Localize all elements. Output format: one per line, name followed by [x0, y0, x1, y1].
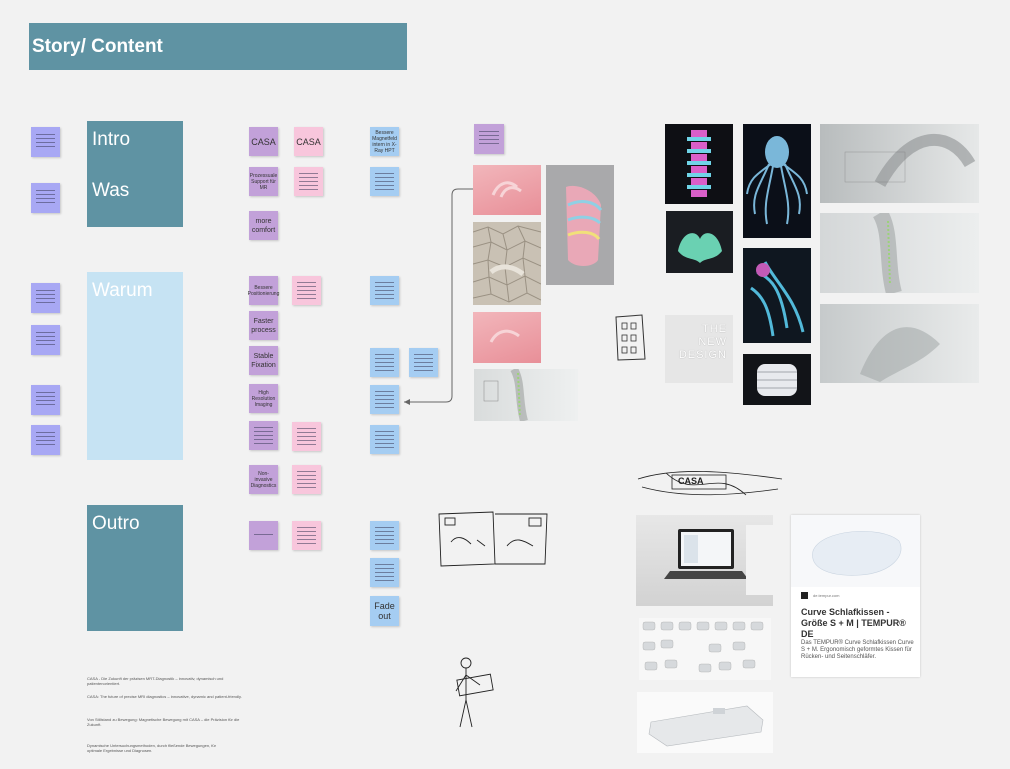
- link-preview-card[interactable]: de.tempur.com Curve Schlafkissen - Größe…: [791, 515, 920, 677]
- mantis-xray-image[interactable]: [743, 248, 811, 343]
- note-text[interactable]: Von Stillstand zu Bewegung: Magnetische …: [87, 717, 240, 727]
- card-title[interactable]: Curve Schlafkissen - Größe S + M | TEMPU…: [801, 607, 906, 639]
- spine-render-image[interactable]: [546, 165, 614, 285]
- sticky-text: more comfort: [251, 217, 276, 234]
- card-description: Das TEMPUR® Curve Schlafkissen Curve S +…: [801, 640, 914, 660]
- sticky-note[interactable]: more comfort: [249, 211, 278, 240]
- sticky-note[interactable]: CASA: [294, 127, 323, 156]
- sticky-note[interactable]: Faster process: [249, 311, 278, 340]
- sticky-note[interactable]: Non-invasive Diagnostics: [249, 465, 278, 494]
- sticky-note[interactable]: [31, 385, 60, 415]
- sticky-text: Stable Fixation: [251, 352, 276, 369]
- note-text[interactable]: CASA: The future of precise MRI diagnost…: [87, 694, 242, 699]
- new-design-image[interactable]: THE NEW DESIGN: [665, 315, 733, 383]
- sticky-note[interactable]: [370, 167, 399, 196]
- sketch-person[interactable]: [450, 655, 494, 730]
- cushion-render-image[interactable]: [743, 354, 811, 405]
- sticky-note[interactable]: [370, 558, 399, 587]
- sticky-note[interactable]: [31, 183, 60, 213]
- sticky-note[interactable]: CASA: [249, 127, 278, 156]
- sticky-note[interactable]: [370, 385, 399, 414]
- sticky-note[interactable]: [249, 421, 278, 450]
- sticky-note[interactable]: [294, 167, 323, 196]
- sticky-note[interactable]: [370, 348, 399, 377]
- sticky-note[interactable]: [292, 422, 321, 451]
- sticky-note[interactable]: [292, 521, 321, 550]
- spine-neon-image[interactable]: [665, 124, 733, 204]
- textured-surface-image[interactable]: [473, 222, 541, 305]
- section-warum-label: Warum: [92, 280, 153, 301]
- device-grid-photo[interactable]: [639, 618, 771, 680]
- note-text[interactable]: Dynamische Untersuchungsmethoden, durch …: [87, 743, 216, 753]
- sticky-text: Faster process: [251, 317, 276, 334]
- sketch-casa-scribble[interactable]: CASA: [636, 465, 784, 505]
- sticky-note[interactable]: [292, 465, 321, 494]
- sticky-note[interactable]: [31, 325, 60, 355]
- sticky-text: Bessere Magnetfeld intern in X-Ray HPT: [372, 129, 397, 154]
- sticky-note[interactable]: [31, 283, 60, 313]
- pelvis-render-image[interactable]: [666, 211, 733, 273]
- section-intro[interactable]: Intro Was: [87, 121, 183, 227]
- section-outro[interactable]: Outro: [87, 505, 183, 631]
- pillow-image: [791, 515, 920, 587]
- mri-hand-scan-image[interactable]: [820, 304, 979, 383]
- section-was-label: Was: [92, 180, 130, 201]
- sticky-note[interactable]: Fade out: [370, 596, 399, 626]
- sticky-note[interactable]: [370, 425, 399, 454]
- sticky-text: Prozessuale Support für MR: [249, 172, 278, 191]
- sticky-text: Non-invasive Diagnostics: [250, 470, 277, 489]
- board-title[interactable]: Story/ Content: [29, 23, 407, 70]
- sticky-note[interactable]: [370, 276, 399, 305]
- pink-surface-image[interactable]: [473, 165, 541, 215]
- mri-neck-image[interactable]: [474, 369, 578, 421]
- connector-arrow[interactable]: [396, 185, 476, 410]
- sticky-note[interactable]: Bessere Positionierung: [247, 276, 280, 305]
- sticky-text: Fade out: [374, 601, 395, 621]
- section-outro-label: Outro: [92, 513, 140, 534]
- sticky-text: High Resolution Imaging: [251, 389, 276, 408]
- sticky-note[interactable]: [474, 124, 504, 154]
- mri-spine-scan-image[interactable]: [820, 213, 979, 293]
- sticky-note[interactable]: [249, 521, 278, 550]
- sticky-note[interactable]: Stable Fixation: [249, 346, 278, 375]
- sticky-note[interactable]: [292, 276, 321, 305]
- sticky-text: CASA: [296, 136, 321, 147]
- section-intro-label: Intro: [92, 129, 131, 150]
- new-design-text: THE NEW DESIGN: [678, 323, 727, 361]
- sketch-storyboard[interactable]: [437, 510, 549, 568]
- sticky-note[interactable]: [409, 348, 438, 377]
- mri-scanner-image[interactable]: [820, 124, 979, 203]
- section-warum[interactable]: Warum: [87, 272, 183, 460]
- laptop-photo[interactable]: [636, 515, 773, 606]
- octopus-xray-image[interactable]: [743, 124, 811, 238]
- tempur-logo-icon: [801, 592, 808, 599]
- pink-surface-image-2[interactable]: [473, 312, 541, 363]
- sticky-note[interactable]: [31, 425, 60, 455]
- sticky-note[interactable]: [31, 127, 60, 157]
- sticky-text: Bessere Positionierung: [247, 284, 280, 297]
- sticky-note[interactable]: High Resolution Imaging: [249, 384, 278, 413]
- sticky-note[interactable]: Bessere Magnetfeld intern in X-Ray HPT: [370, 127, 399, 156]
- card-source: de.tempur.com: [813, 593, 840, 598]
- sticky-text: CASA: [251, 136, 276, 147]
- sticky-note[interactable]: [370, 521, 399, 550]
- sketch-casa-label: CASA: [678, 476, 704, 486]
- medical-device-photo[interactable]: [637, 692, 773, 753]
- sketch-device[interactable]: [612, 313, 648, 363]
- note-text[interactable]: CASA - Die Zukunft der präzisen MRT-Diag…: [87, 676, 224, 686]
- sticky-note[interactable]: Prozessuale Support für MR: [249, 167, 278, 196]
